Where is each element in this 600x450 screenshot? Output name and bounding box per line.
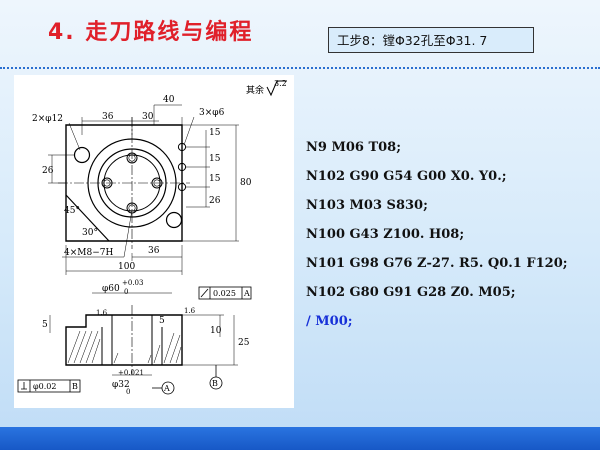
dim-5-mid: 5 — [159, 316, 165, 326]
code-line: N101 G98 G76 Z-27. R5. Q0.1 F120; — [306, 256, 568, 271]
tol-phi32-up: +0.021 — [118, 369, 144, 377]
dim-36-bottom: 36 — [148, 246, 160, 256]
step-box: 工步8：镗Φ32孔至Φ31. 7 — [328, 27, 534, 53]
code-line: N102 G90 G54 G00 X0. Y0.; — [306, 169, 507, 184]
dim-25: 25 — [238, 338, 250, 348]
roughness-value: 3.2 — [274, 79, 287, 88]
dim-3-phi6: 3×φ6 — [199, 108, 225, 118]
tol-phi32-low: 0 — [126, 388, 130, 396]
angle-45: 45° — [64, 206, 80, 216]
code-line: N9 M06 T08; — [306, 140, 402, 155]
dim-10: 10 — [210, 326, 222, 336]
dim-phi60: φ60 — [102, 284, 120, 294]
roughness-label: 其余 — [246, 84, 264, 96]
footer-bar — [0, 427, 600, 450]
datum-a-ref: A — [243, 289, 250, 298]
code-line: N102 G80 G91 G28 Z0. M05; — [306, 285, 516, 300]
tol-phi60-low: 0 — [124, 288, 128, 296]
datum-b-ref: B — [72, 382, 78, 391]
nc-program: N9 M06 T08; N102 G90 G54 G00 X0. Y0.; N1… — [306, 139, 568, 342]
dim-phi32: φ32 — [112, 380, 130, 390]
engineering-drawing: 其余 3.2 36 30 40 3×φ6 — [14, 75, 294, 408]
roughness-fine-a: 1.6 — [96, 309, 108, 317]
roughness-symbol — [266, 80, 287, 97]
dim-5-left: 5 — [42, 320, 48, 330]
dim-100: 100 — [118, 262, 135, 272]
dim-15-b: 15 — [209, 154, 221, 164]
tol-phi60-up: +0.03 — [122, 279, 143, 287]
slide-title: 4. 走刀路线与编程 — [48, 20, 254, 45]
header-divider — [0, 67, 600, 69]
datum-b: B — [212, 379, 218, 388]
thread-spec: 4×M8−7H — [64, 248, 113, 258]
dim-15-c: 15 — [209, 174, 221, 184]
dim-30: 30 — [142, 112, 154, 122]
roughness-fine-b: 1.6 — [184, 307, 196, 315]
flatness-tol: 0.025 — [213, 289, 236, 298]
perp-tol: φ0.02 — [33, 382, 56, 391]
angle-30: 30° — [82, 228, 98, 238]
section-view: φ60 +0.03 0 0.025 A 5 1.6 1.6 5 10 25 — [17, 279, 252, 396]
dim-40: 40 — [163, 95, 175, 105]
code-line: N100 G43 Z100. H08; — [306, 227, 465, 242]
dim-26-left: 26 — [42, 166, 54, 176]
code-line-optional-stop: / M00; — [306, 314, 353, 329]
dim-26-right: 26 — [209, 196, 221, 206]
top-view: 36 30 40 3×φ6 2×φ12 80 15 15 15 26 26 45… — [32, 95, 252, 275]
dim-36-top: 36 — [102, 112, 114, 122]
dim-2-phi12: 2×φ12 — [32, 114, 63, 124]
dim-15-a: 15 — [209, 128, 221, 138]
datum-a: A — [163, 384, 170, 393]
code-line: N103 M03 S830; — [306, 198, 428, 213]
dim-80: 80 — [240, 178, 252, 188]
